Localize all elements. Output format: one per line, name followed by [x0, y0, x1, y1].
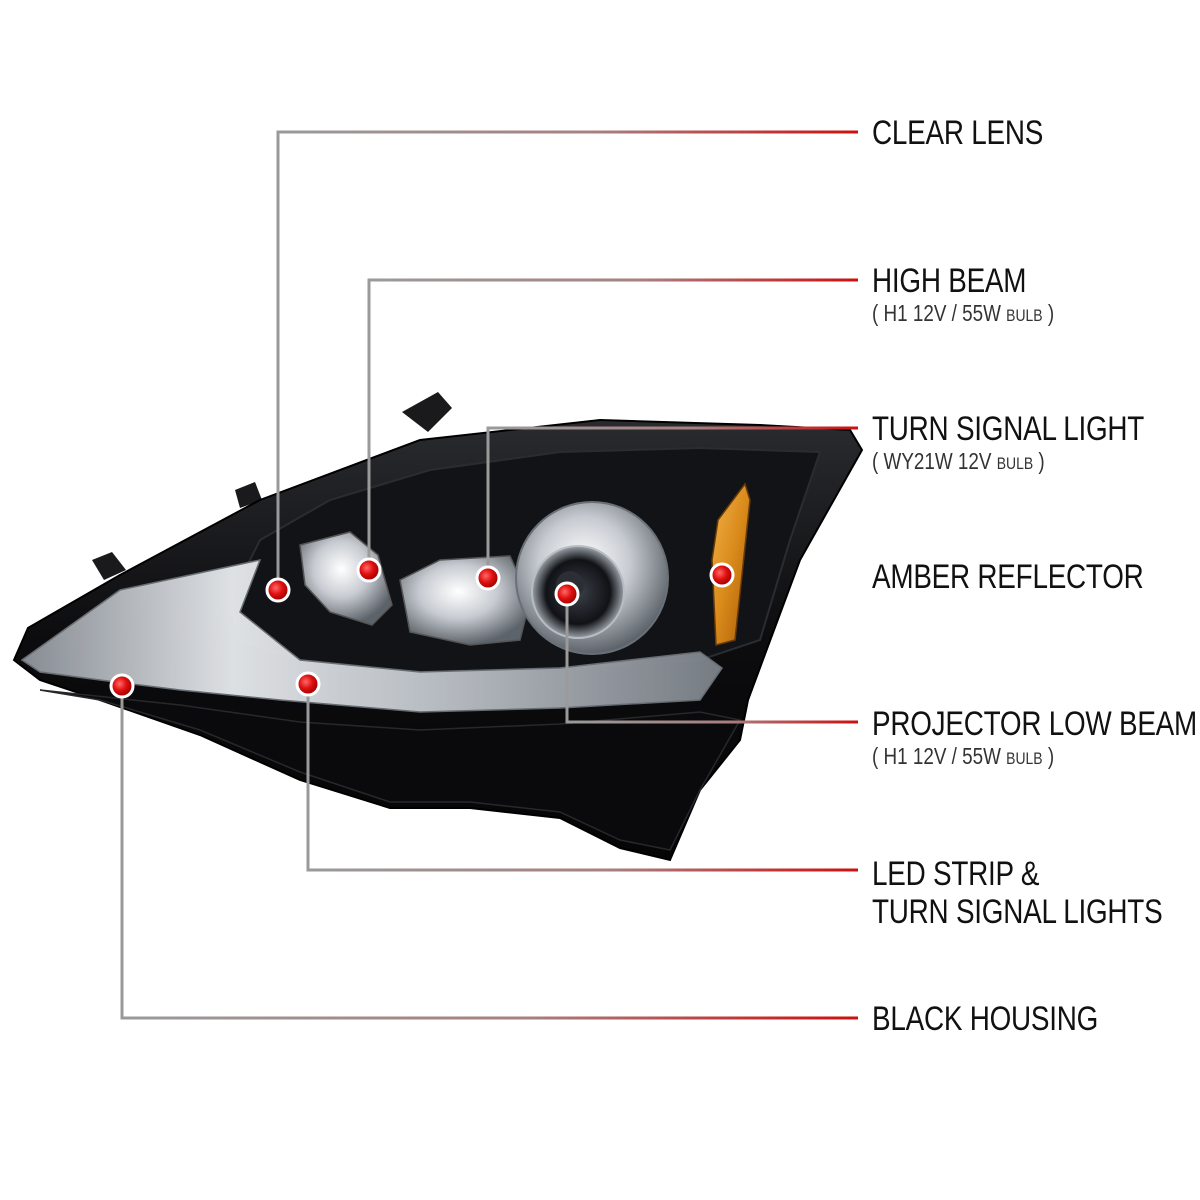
- callout-high-beam: HIGH BEAM ( H1 12V / 55W BULB ): [872, 262, 1094, 329]
- marker-projector: [554, 581, 580, 607]
- callout-spec: ( H1 12V / 55W BULB ): [872, 743, 1197, 772]
- callout-led-strip: LED STRIP & TURN SIGNAL LIGHTS: [872, 855, 1200, 931]
- leader-led: [306, 684, 858, 872]
- spec-text: ( H1 12V / 55W: [872, 743, 1007, 769]
- spec-suffix: ): [1042, 743, 1055, 769]
- leader-clear-lens: [276, 130, 858, 590]
- marker-housing: [109, 673, 135, 699]
- callout-title: TURN SIGNAL LIGHT: [872, 410, 1145, 448]
- spec-unit: BULB: [996, 454, 1034, 473]
- callout-turn-signal: TURN SIGNAL LIGHT ( WY21W 12V BULB ): [872, 410, 1200, 477]
- marker-turn-signal: [475, 565, 501, 591]
- callout-title: AMBER REFLECTOR: [872, 558, 1144, 596]
- leader-housing: [120, 686, 858, 1020]
- callout-title: HIGH BEAM: [872, 262, 1027, 300]
- spec-unit: BULB: [1006, 306, 1043, 325]
- callout-title: BLACK HOUSING: [872, 1000, 1099, 1038]
- callout-title: LED STRIP &: [872, 855, 1040, 893]
- amber-reflector-shape: [711, 482, 751, 646]
- callout-projector-low-beam: PROJECTOR LOW BEAM ( H1 12V / 55W BULB ): [872, 705, 1200, 772]
- led-strip: [20, 558, 724, 713]
- mounting-tab: [92, 552, 126, 580]
- headlight-illustration: [12, 392, 864, 862]
- marker-clear-lens: [265, 577, 291, 603]
- callout-title-line2: TURN SIGNAL LIGHTS: [872, 893, 1163, 931]
- callout-black-housing: BLACK HOUSING: [872, 1000, 1148, 1038]
- spec-suffix: ): [1033, 448, 1045, 474]
- marker-high-beam: [356, 557, 382, 583]
- leader-turn-signal: [486, 426, 858, 578]
- spec-unit: BULB: [1006, 749, 1043, 768]
- mounting-tab: [402, 392, 452, 432]
- callout-spec: ( WY21W 12V BULB ): [872, 448, 1144, 477]
- leader-lines: [120, 130, 858, 1020]
- marker-amber: [709, 562, 735, 588]
- callout-clear-lens: CLEAR LENS: [872, 114, 1081, 152]
- lower-housing: [39, 689, 742, 851]
- marker-led: [295, 671, 321, 697]
- spec-text: ( WY21W 12V: [872, 448, 997, 474]
- spec-text: ( H1 12V / 55W: [872, 300, 1007, 326]
- leader-projector: [565, 594, 858, 724]
- leader-high-beam: [367, 278, 858, 570]
- callout-amber-reflector: AMBER REFLECTOR: [872, 558, 1200, 596]
- callout-markers: [109, 557, 735, 699]
- callout-title: CLEAR LENS: [872, 114, 1044, 152]
- callout-title: PROJECTOR LOW BEAM: [872, 705, 1198, 743]
- spec-suffix: ): [1042, 300, 1055, 326]
- callout-spec: ( H1 12V / 55W BULB ): [872, 300, 1054, 329]
